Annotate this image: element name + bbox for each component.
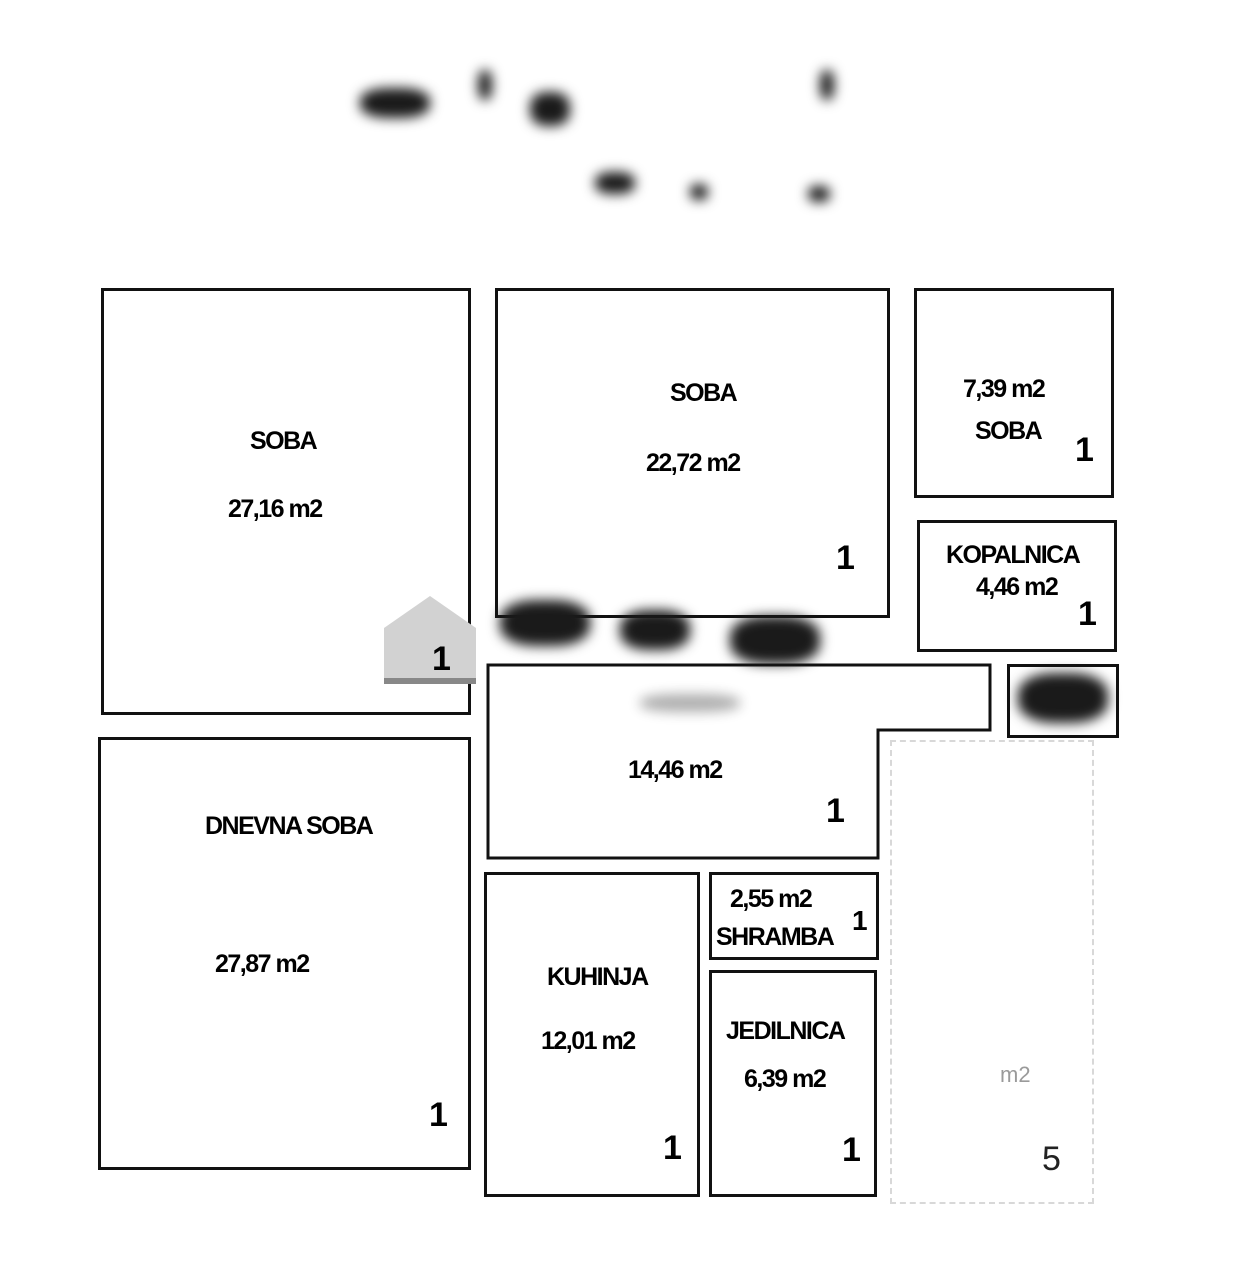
room-area: 4,46 m2	[976, 573, 1059, 601]
room-name: SHRAMBA	[716, 923, 835, 951]
room-soba-middle: SOBA 22,72 m2 1	[495, 288, 890, 618]
room-dnevna-soba: DNEVNA SOBA 27,87 m2 1	[98, 737, 471, 1170]
room-small-obscured	[1007, 664, 1119, 738]
hallway-count: 1	[826, 792, 845, 830]
room-name: JEDILNICA	[726, 1017, 846, 1045]
terrace-count: 5	[1042, 1140, 1061, 1178]
room-count: 1	[1078, 595, 1097, 633]
room-name: KUHINJA	[547, 963, 649, 991]
terrace-area: m2	[1000, 1062, 1031, 1087]
room-name: SOBA	[670, 379, 738, 407]
room-kuhinja: KUHINJA 12,01 m2 1	[484, 872, 700, 1197]
room-name: SOBA	[250, 427, 318, 455]
room-soba-left: SOBA 27,16 m2 1	[101, 288, 471, 715]
room-count: 1	[429, 1096, 448, 1134]
room-count: 1	[836, 539, 855, 577]
room-area: 12,01 m2	[541, 1027, 636, 1055]
room-count: 1	[842, 1131, 861, 1169]
ghost-outline	[890, 740, 1094, 1204]
room-area: 27,87 m2	[215, 950, 310, 978]
room-area: 22,72 m2	[646, 449, 741, 477]
room-soba-small: 7,39 m2 SOBA 1	[914, 288, 1114, 498]
room-name: KOPALNICA	[946, 541, 1081, 569]
room-count: 1	[1075, 431, 1094, 469]
room-name: DNEVNA SOBA	[205, 812, 374, 840]
room-jedilnica: JEDILNICA 6,39 m2 1	[709, 970, 877, 1197]
room-count: 1	[852, 905, 868, 936]
room-area: 6,39 m2	[744, 1065, 827, 1093]
room-area: 27,16 m2	[228, 495, 323, 523]
room-area: 7,39 m2	[963, 375, 1046, 403]
room-count-hall-left: 1	[432, 640, 451, 678]
hallway-area: 14,46 m2	[628, 756, 723, 784]
room-kopalnica: KOPALNICA 4,46 m2 1	[917, 520, 1117, 652]
room-count: 1	[663, 1129, 682, 1167]
room-shramba: 2,55 m2 SHRAMBA 1	[709, 872, 879, 960]
room-area: 2,55 m2	[730, 885, 813, 913]
room-name: SOBA	[975, 417, 1043, 445]
